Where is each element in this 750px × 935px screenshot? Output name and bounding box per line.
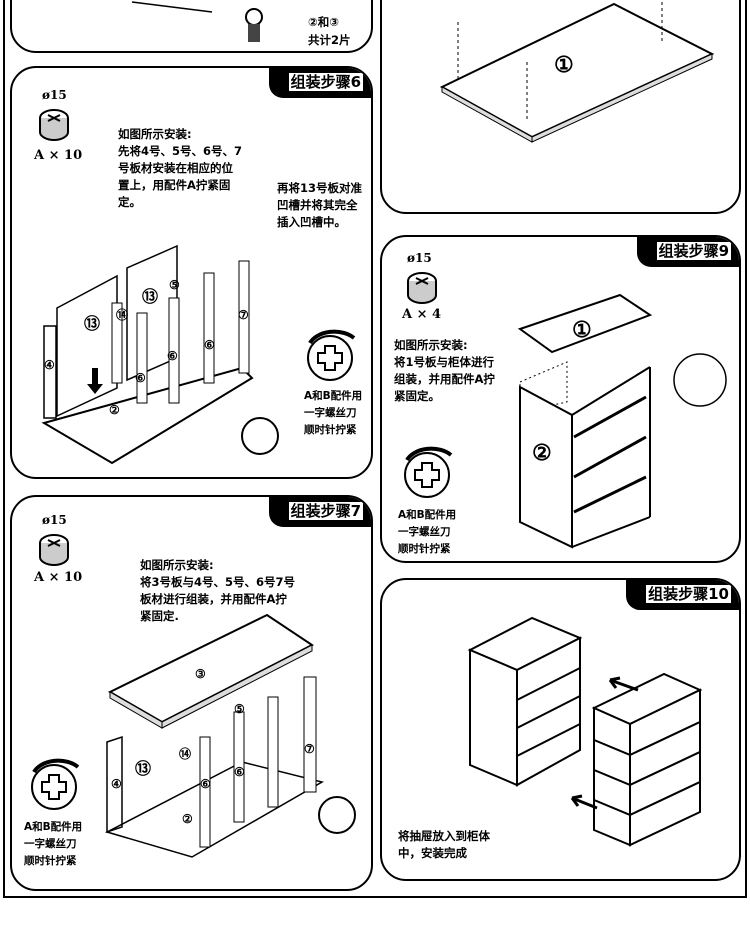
step9-title: 组装步骤9 — [656, 242, 731, 260]
part-label: ⑦ — [238, 308, 249, 322]
board-1-illustration — [439, 2, 715, 143]
part-label: ⑥ — [204, 338, 215, 352]
step9-title-tab: 组装步骤9 — [636, 237, 739, 267]
part-label: ⑬ — [135, 759, 152, 778]
step7-title: 组装步骤7 — [288, 502, 363, 520]
part-label: ⑥ — [200, 777, 211, 791]
part-label: ⑬ — [142, 287, 159, 306]
fitting-diameter: ø15 — [407, 251, 432, 265]
step7-panel: 组装步骤7 ø15 A × 10 如图所示安装: 将3号板与4号、5号、6号7号… — [10, 495, 373, 891]
step7-instruction: 如图所示安装: 将3号板与4号、5号、6号7号 板材进行组装，并用配件A拧 紧固… — [140, 558, 296, 623]
cam-tool-illustration — [131, 1, 263, 42]
step10-title: 组装步骤10 — [646, 585, 731, 603]
part-label: ⑦ — [304, 742, 315, 756]
part-label: ⑤ — [234, 702, 245, 716]
screwdriver-note: A和B配件用 一字螺丝刀 顺时针拧紧 — [304, 390, 363, 436]
step6-instruction-2: 再将13号板对准 凹槽并将其完全 插入凹槽中。 — [277, 181, 363, 229]
step10-panel: 组装步骤10 将抽屉放入到柜体 中，安装完成 — [380, 578, 741, 881]
part-label: ⑥ — [135, 371, 146, 385]
cam-lock-fitting-icon — [39, 534, 69, 566]
step9-assembly-drawing — [404, 293, 727, 549]
page-border — [3, 0, 747, 898]
step6-title-tab: 组装步骤6 — [268, 68, 371, 98]
step10-instruction: 将抽屉放入到柜体 中，安装完成 — [398, 829, 490, 860]
screwdriver-note: A和B配件用 一字螺丝刀 顺时针拧紧 — [24, 821, 83, 867]
step6-title: 组装步骤6 — [288, 73, 363, 91]
fitting-qty: A × 10 — [34, 148, 83, 163]
fitting-qty: A × 10 — [34, 570, 83, 585]
step5-panel-partial: ②和③ 共计2片 — [10, 0, 373, 53]
step6-panel: 组装步骤6 ø15 A × 10 如图所示安装: 先将4号、5号、6号、7 号板… — [10, 66, 373, 479]
part-label: ② — [182, 812, 193, 826]
part-label: ⑭ — [179, 747, 192, 761]
step10-title-tab: 组装步骤10 — [626, 580, 739, 610]
cam-lock-fitting-icon — [39, 109, 69, 141]
part-label: ② — [532, 440, 552, 466]
step9-instruction: 如图所示安装: 将1号板与柜体进行 组装，并用配件A拧 紧固定。 — [394, 338, 495, 403]
fitting-qty: A × 4 — [402, 307, 442, 322]
step9-panel: 组装步骤9 ø15 A × 4 如图所示安装: 将1号板与柜体进行 组装，并用配… — [380, 235, 741, 563]
part-label: ⑭ — [116, 308, 129, 322]
part-label: ④ — [44, 358, 55, 372]
panel-count-total: 共计2片 — [308, 33, 351, 47]
part-label: ⑤ — [169, 278, 180, 292]
step8-panel-partial: ① — [380, 0, 741, 214]
fitting-diameter: ø15 — [42, 513, 67, 527]
step6-assembly-drawing — [41, 244, 356, 465]
cam-lock-fitting-icon — [407, 272, 437, 304]
step10-drawer-insertion-drawing — [467, 616, 703, 847]
step7-title-tab: 组装步骤7 — [268, 497, 371, 527]
step7-assembly-drawing — [31, 613, 356, 858]
part-label: ⑥ — [234, 765, 245, 779]
part-label: ⑬ — [84, 314, 101, 333]
part-label: ① — [572, 317, 592, 343]
panel-count-label: ②和③ — [308, 15, 339, 29]
part-label: ④ — [111, 777, 122, 791]
board-label: ① — [554, 52, 574, 78]
part-label: ⑥ — [167, 349, 178, 363]
step6-instruction: 如图所示安装: 先将4号、5号、6号、7 号板材安装在相应的位 置上，用配件A拧… — [118, 127, 243, 209]
part-label: ② — [109, 403, 120, 417]
part-label: ③ — [195, 667, 206, 681]
screwdriver-note: A和B配件用 一字螺丝刀 顺时针拧紧 — [398, 509, 457, 555]
fitting-diameter: ø15 — [42, 88, 67, 102]
